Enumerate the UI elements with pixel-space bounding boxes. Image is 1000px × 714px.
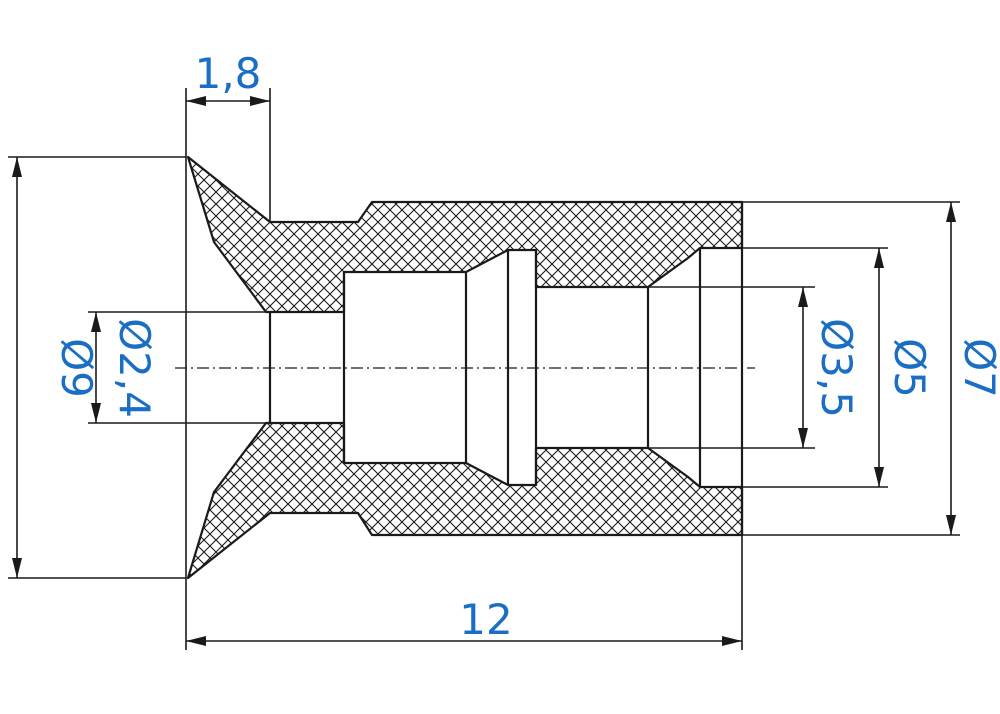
dim-bore-small-label: Ø2,4 (110, 318, 159, 418)
dim-bore-large-label: Ø5 (885, 338, 934, 398)
dim-bore-small: Ø2,4 (91, 312, 159, 423)
dim-outer-diameter-body-label: Ø7 (955, 338, 1000, 398)
dim-total-length-label: 12 (459, 595, 512, 644)
dim-flange-thickness-label: 1,8 (195, 49, 262, 98)
dim-bore-medium: Ø3,5 (798, 287, 861, 448)
dim-bore-large: Ø5 (874, 248, 934, 487)
dim-outer-diameter-body: Ø7 (946, 202, 1000, 535)
dim-flange-thickness: 1,8 (186, 49, 270, 106)
dim-outer-diameter-large-label: Ø9 (52, 338, 101, 398)
dim-total-length: 12 (186, 595, 742, 646)
dim-outer-diameter-large: Ø9 (12, 157, 101, 578)
extension-lines (8, 88, 960, 650)
dim-bore-medium-label: Ø3,5 (812, 318, 861, 418)
